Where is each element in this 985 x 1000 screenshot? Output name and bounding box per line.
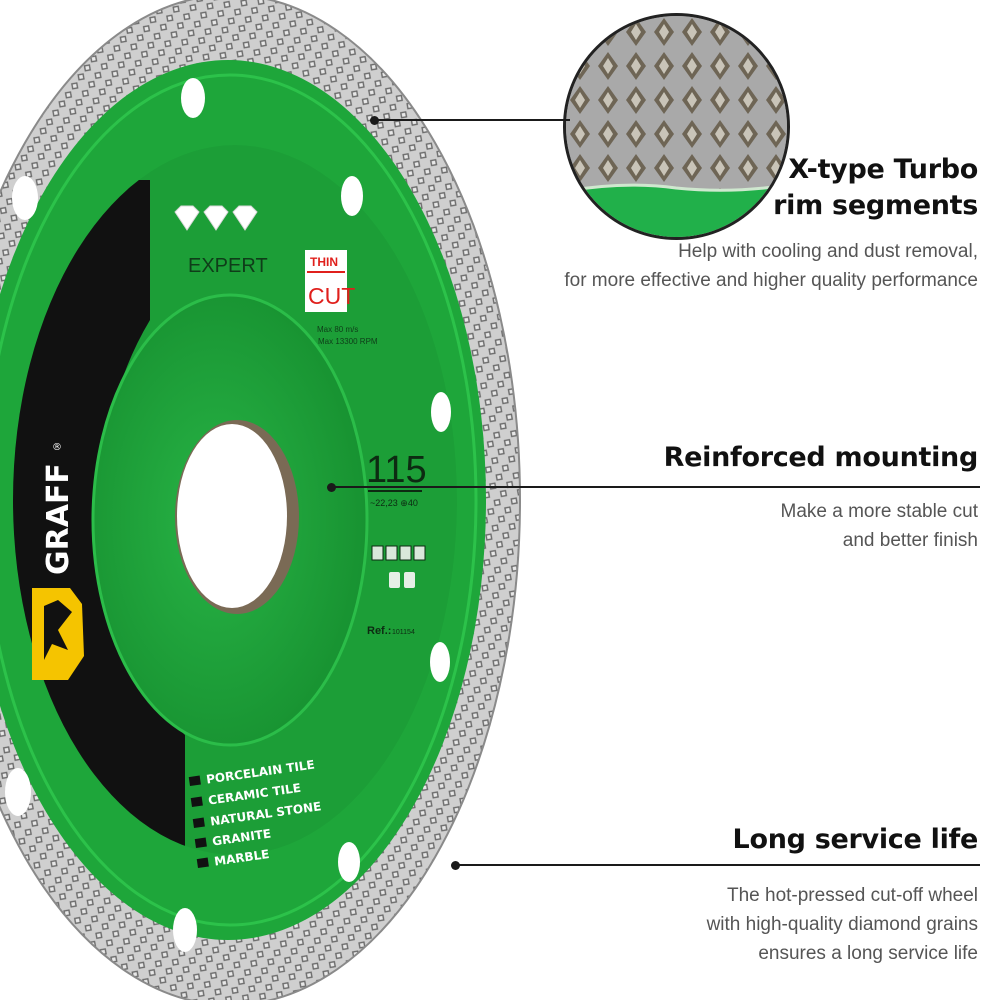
- blade-size: 115: [366, 449, 427, 491]
- badge-cut: CUT: [308, 283, 355, 309]
- graff-logo-icon: [32, 588, 84, 680]
- material-tile-icon: [371, 545, 426, 588]
- ref-label: Ref.:: [367, 625, 391, 637]
- grade-label: EXPERT: [188, 255, 268, 277]
- max-rpm: Max 13300 RPM: [318, 337, 378, 346]
- badge-thin: THIN: [310, 255, 338, 269]
- arbor-hole: [177, 424, 287, 608]
- feature-title-service-life: Long service life: [732, 824, 979, 855]
- leader-line: [456, 864, 980, 866]
- feature-desc-turbo: Help with cooling and dust removal, for …: [564, 241, 978, 291]
- diamond-blade-disc: EXPERT THIN CUT Max 80 m/s Max 13300 RPM…: [0, 0, 521, 1000]
- cooling-holes: [5, 78, 451, 952]
- feature-desc-mounting: Make a more stable cut and better finish: [780, 501, 978, 551]
- pointer-dot: [327, 483, 336, 492]
- feature-title-turbo: X-type Turbo rim segments: [773, 154, 978, 221]
- bore-size: ~22,23 ⊕40: [370, 498, 418, 508]
- max-speed: Max 80 m/s: [317, 325, 358, 334]
- leader-line: [375, 119, 570, 121]
- pointer-dot: [370, 116, 379, 125]
- feature-title-mounting: Reinforced mounting: [663, 442, 979, 473]
- brand-name: GRAFF: [41, 463, 76, 575]
- pointer-dot: [451, 861, 460, 870]
- ref-value: 101154: [392, 629, 415, 636]
- rim-zoom-detail: [563, 13, 790, 240]
- registered-mark: ®: [52, 442, 62, 453]
- feature-desc-service-life: The hot-pressed cut-off wheel with high-…: [706, 885, 978, 964]
- leader-line: [332, 486, 980, 488]
- diamond-icon: [174, 205, 258, 231]
